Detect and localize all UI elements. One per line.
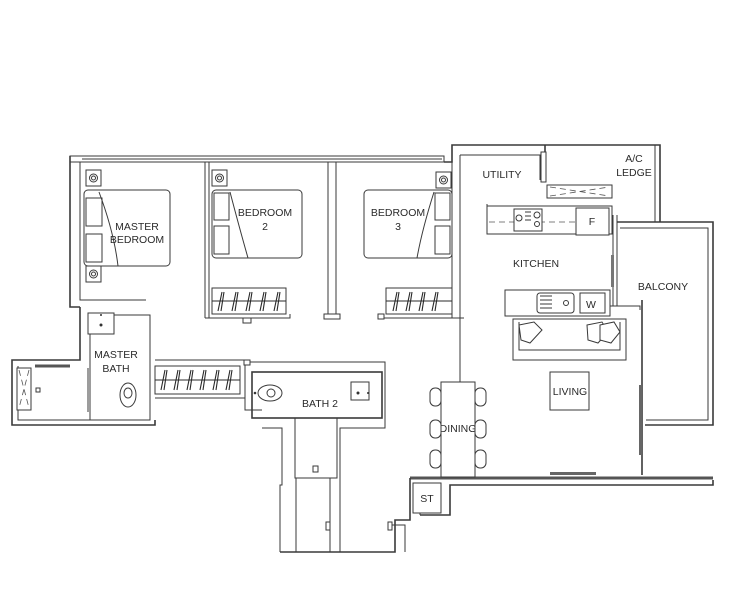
chair-icon bbox=[474, 387, 487, 407]
washer-label: W bbox=[586, 299, 596, 311]
room-label-bedroom-3: BEDROOM bbox=[371, 207, 425, 219]
toilet-icon bbox=[257, 384, 283, 402]
shower-icon bbox=[16, 367, 32, 411]
chair-icon bbox=[429, 419, 442, 439]
wardrobe-hanger-icon bbox=[386, 291, 452, 312]
room-label-master-bath-2: BATH bbox=[102, 363, 129, 375]
ac-vent-icon bbox=[85, 265, 102, 283]
master-bath: MASTER BATH bbox=[16, 312, 138, 412]
chair-icon bbox=[429, 387, 442, 407]
pillow-icon bbox=[213, 192, 230, 221]
hallway-wardrobe bbox=[154, 359, 251, 395]
store-room: ST bbox=[420, 493, 434, 505]
cushion-icon bbox=[518, 321, 543, 344]
room-label-bedroom-2: BEDROOM bbox=[238, 207, 292, 219]
wardrobe-hanger-icon bbox=[155, 369, 240, 391]
room-label-utility: UTILITY bbox=[482, 169, 521, 181]
living-area: LIVING bbox=[512, 318, 627, 411]
room-label-bedroom-3-num: 3 bbox=[395, 221, 401, 233]
toilet-icon bbox=[119, 382, 137, 408]
fridge-icon bbox=[575, 207, 610, 236]
ac-vent-icon bbox=[85, 169, 102, 187]
room-label-ac-ledge: A/C bbox=[625, 153, 643, 165]
chair-icon bbox=[429, 449, 442, 469]
master-bedroom: MASTER BEDROOM bbox=[83, 169, 171, 283]
basin-icon bbox=[350, 381, 370, 401]
ac-vent-icon bbox=[211, 169, 228, 187]
fridge-label: F bbox=[589, 216, 595, 228]
utility-area: UTILITY A/C LEDGE bbox=[482, 151, 652, 199]
bed-icon bbox=[363, 189, 453, 259]
bed-icon bbox=[83, 189, 171, 267]
pillow-icon bbox=[85, 197, 103, 227]
washer-icon bbox=[579, 292, 606, 314]
kitchen: F KITCHEN W BALCONY bbox=[486, 204, 688, 317]
bed-icon bbox=[211, 189, 303, 259]
dining-table bbox=[440, 381, 476, 478]
pillow-icon bbox=[213, 225, 230, 255]
room-label-dining: DINING bbox=[440, 423, 477, 435]
dining-area: DINING bbox=[429, 381, 487, 478]
room-label-living: LIVING bbox=[553, 386, 587, 398]
pillow-icon bbox=[434, 225, 451, 255]
cushion-icon bbox=[599, 321, 621, 344]
pillow-icon bbox=[434, 192, 451, 221]
room-label-master-bedroom: MASTER bbox=[115, 221, 159, 233]
room-label-balcony: BALCONY bbox=[638, 281, 688, 293]
room-label-store: ST bbox=[420, 493, 434, 505]
bath-2: BATH 2 bbox=[253, 381, 370, 410]
room-label-kitchen: KITCHEN bbox=[513, 258, 559, 270]
room-label-master-bedroom-2: BEDROOM bbox=[110, 234, 164, 246]
room-label-bedroom-2-num: 2 bbox=[262, 221, 268, 233]
chair-icon bbox=[474, 449, 487, 469]
hood-icon bbox=[546, 184, 613, 199]
room-label-ac-ledge-2: LEDGE bbox=[616, 167, 652, 179]
chair-icon bbox=[474, 419, 487, 439]
ac-vent-icon bbox=[435, 171, 452, 189]
wardrobe-hanger-icon bbox=[212, 291, 286, 312]
bedroom-2: BEDROOM 2 bbox=[211, 169, 303, 315]
room-label-master-bath: MASTER bbox=[94, 349, 138, 361]
room-label-bath-2: BATH 2 bbox=[302, 398, 338, 410]
bedroom-3: BEDROOM 3 bbox=[363, 171, 453, 315]
pillow-icon bbox=[85, 233, 103, 263]
living-table bbox=[549, 371, 590, 411]
